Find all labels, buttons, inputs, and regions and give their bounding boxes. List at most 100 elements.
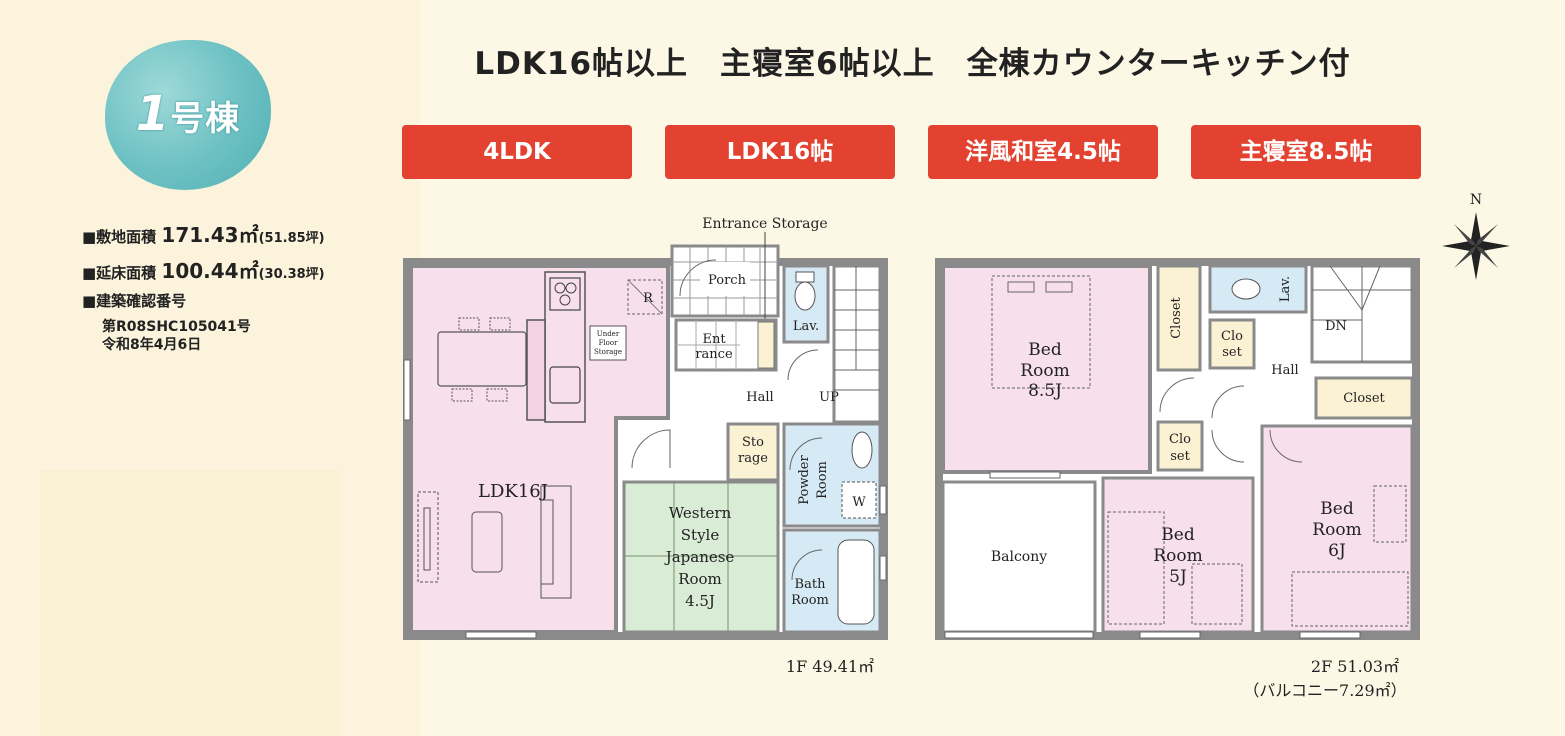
confirm-date: 令和8年4月6日	[102, 337, 202, 353]
closet1-label-1: Clo	[1221, 329, 1243, 344]
bed3-label-2: Room	[1312, 520, 1361, 540]
desk	[1191, 563, 1243, 625]
stair-treads	[834, 266, 880, 391]
ldk-label: LDK16J	[478, 481, 548, 502]
entrance-tile-grid	[676, 320, 740, 370]
bed2-label-2: Room	[1153, 546, 1202, 566]
badge-text: 1号棟	[105, 86, 271, 142]
site-area-tsubo: (51.85坪)	[258, 231, 325, 246]
bed2-label-3: 5J	[1169, 567, 1187, 587]
confirm-number: 第R08SHC105041号	[102, 319, 251, 335]
washer-label: W	[852, 495, 866, 510]
floor-area-label: ■延床面積	[82, 264, 157, 282]
burner-icon	[554, 282, 566, 294]
floor2-door-swings	[1159, 377, 1303, 463]
balcony	[941, 480, 1097, 634]
kitchen-bar	[526, 319, 546, 421]
coffee-table	[471, 511, 503, 573]
refrigerator-label: R	[643, 291, 654, 306]
up-label: UP	[819, 390, 839, 405]
storage-label-2: rage	[738, 451, 768, 466]
dining-chair	[489, 317, 511, 331]
japanese-label-5: 4.5J	[685, 592, 715, 610]
dn-label: DN	[1325, 319, 1347, 334]
dining-table	[437, 331, 527, 387]
bed3-label-1: Bed	[1320, 499, 1354, 519]
toilet-icon	[1231, 278, 1261, 300]
floor1-area: 1F 49.41㎡	[786, 657, 874, 676]
badge-suffix: 号棟	[170, 99, 241, 139]
entrance-label-1: Ent	[702, 332, 726, 347]
bath-label-2: Room	[791, 593, 829, 608]
bed3-label-3: 6J	[1328, 541, 1346, 561]
property-info: ■敷地面積 171.43㎡(51.85坪) ■延床面積 100.44㎡(30.3…	[82, 222, 325, 354]
tag-layout: 4LDK	[402, 125, 632, 179]
sofa-seat	[540, 499, 554, 585]
bath-label-1: Bath	[795, 577, 827, 592]
bedroom-8-5	[941, 264, 1152, 474]
burner-icon	[565, 282, 577, 294]
dining-chair	[451, 388, 473, 402]
underfloor-label-3: Storage	[594, 348, 622, 356]
bed1-label-3: 8.5J	[1028, 381, 1062, 401]
left-background-lower	[40, 470, 340, 736]
confirm-label: ■建築確認番号	[82, 292, 187, 310]
closet-vertical	[1156, 264, 1202, 372]
storage-room	[726, 422, 780, 482]
japanese-label-2: Style	[681, 526, 720, 544]
sink-icon	[549, 366, 581, 404]
hall-label-1f: Hall	[746, 390, 773, 405]
porch-label-bg	[700, 262, 750, 296]
balcony-label: Balcony	[991, 549, 1047, 565]
tv-board	[417, 491, 439, 583]
floor-area-tsubo: (30.38坪)	[258, 267, 325, 282]
closet1-label-2: set	[1222, 345, 1242, 360]
closet-horizontal-label: Closet	[1343, 391, 1385, 406]
washbasin-icon	[851, 431, 873, 469]
lavatory-2f	[1208, 264, 1308, 314]
kitchen-counter	[544, 271, 586, 423]
floor1-windows	[403, 359, 887, 639]
storage-label-1: Sto	[742, 435, 764, 450]
shoe-storage	[757, 321, 775, 369]
tag-ldk: LDK16帖	[665, 125, 895, 179]
japanese-label-1: Western	[669, 504, 732, 522]
underfloor-storage	[589, 325, 627, 361]
tag-master-bedroom: 主寝室8.5帖	[1191, 125, 1421, 179]
tv	[423, 507, 431, 571]
japanese-label-3: Japanese	[664, 548, 735, 566]
japanese-label-4: Room	[678, 570, 722, 588]
toilet-tank-icon	[795, 271, 815, 283]
bed1-label-1: Bed	[1028, 340, 1062, 360]
desk-2	[1373, 485, 1407, 543]
burner-icon	[559, 294, 571, 306]
pillow	[1045, 281, 1073, 293]
closet-small-2	[1156, 420, 1204, 472]
hall-label-2f: Hall	[1271, 363, 1298, 378]
refrigerator-diagonal	[627, 279, 663, 315]
stove-icon	[549, 277, 581, 311]
lav-2f-label: Lav.	[1278, 276, 1293, 302]
headline: LDK16帖以上 主寝室6帖以上 全棟カウンターキッチン付	[474, 46, 1351, 82]
dining-chair	[486, 388, 508, 402]
underfloor-label-2: Floor	[599, 339, 619, 347]
closet-small-1	[1208, 318, 1256, 370]
powder-label-2: Room	[815, 461, 830, 499]
lav-label: Lav.	[793, 319, 819, 334]
bed2-label-1: Bed	[1161, 525, 1195, 545]
bedroom-5	[1101, 476, 1255, 634]
site-area-row: ■敷地面積 171.43㎡(51.85坪)	[82, 222, 325, 248]
floor1-door-swings	[631, 259, 823, 581]
closet-horizontal	[1314, 376, 1414, 420]
closet2-label-1: Clo	[1169, 432, 1191, 447]
bathtub-icon	[837, 539, 875, 625]
tatami-lines	[624, 482, 778, 632]
stairs	[832, 264, 882, 424]
building-number-badge: 1号棟	[105, 40, 271, 190]
floor-area-row: ■延床面積 100.44㎡(30.38坪)	[82, 258, 325, 284]
floor1-plan: Under Floor Storage R LDK16J Porch Entra…	[403, 216, 888, 676]
entrance-label-2: rance	[695, 347, 733, 362]
entrance-storage-label: Entrance Storage	[702, 216, 827, 232]
underfloor-label-1: Under	[597, 330, 620, 338]
single-bed	[1107, 511, 1165, 625]
